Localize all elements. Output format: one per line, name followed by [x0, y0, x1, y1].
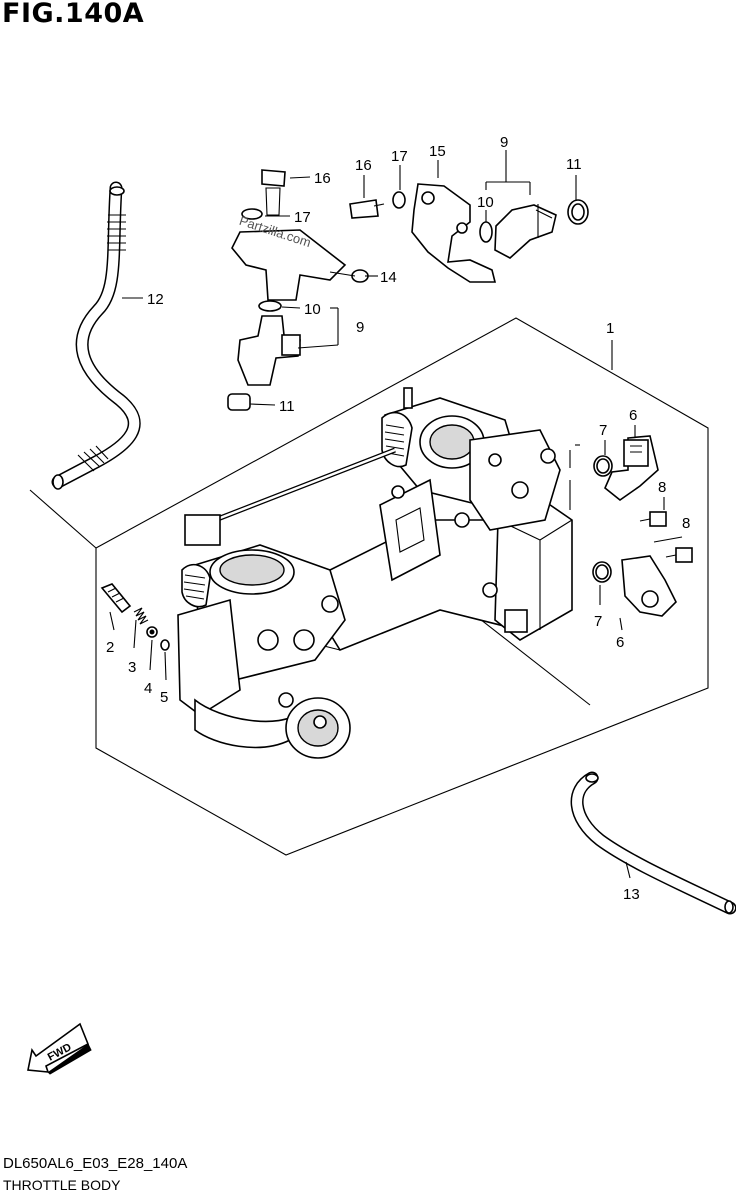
injector-holder-part-14 — [231, 229, 369, 301]
oring-part-7-upper — [593, 455, 613, 477]
callout-8-upper: 8 — [658, 479, 666, 496]
callout-9-left: 9 — [356, 319, 364, 336]
callout-14: 14 — [380, 269, 397, 286]
cap-part-11-left — [227, 393, 251, 411]
callout-7-lower: 7 — [594, 613, 602, 630]
sensor-part-6-lower — [621, 555, 677, 617]
injector-part-9-left — [237, 315, 301, 386]
bolt-part-8-upper — [639, 511, 667, 527]
bolt-part-8-lower — [665, 547, 693, 563]
callout-13: 13 — [623, 886, 640, 903]
oring-part-7-lower — [592, 561, 612, 583]
callout-4: 4 — [144, 680, 152, 697]
hose-part-12 — [51, 181, 141, 490]
callout-12: 12 — [147, 291, 164, 308]
callout-9-right: 9 — [500, 134, 508, 151]
washer-part-4 — [146, 626, 158, 638]
hose-part-13 — [570, 771, 736, 915]
spring-part-3 — [133, 607, 149, 625]
oring-part-10-left — [258, 300, 282, 312]
forward-arrow-icon: FWD — [27, 1022, 92, 1075]
callout-11-left: 11 — [279, 398, 295, 415]
callout-3: 3 — [128, 659, 136, 676]
washer-part-17-right — [392, 191, 406, 209]
diagram-caption: THROTTLE BODY — [3, 1177, 121, 1193]
callout-1: 1 — [606, 320, 614, 337]
diagram-code: DL650AL6_E03_E28_140A — [3, 1155, 188, 1172]
callout-5: 5 — [160, 689, 168, 706]
callout-6-upper: 6 — [629, 407, 637, 424]
callout-15: 15 — [429, 143, 446, 160]
injector-part-9-right — [494, 204, 557, 259]
callout-17-right: 17 — [391, 148, 408, 165]
bolt-part-16-left — [261, 169, 286, 216]
callout-17-left: 17 — [294, 209, 311, 226]
callout-11-right: 11 — [566, 156, 582, 173]
sensor-part-6-upper — [604, 435, 659, 501]
screw-part-2 — [100, 583, 132, 614]
callout-10-right: 10 — [477, 194, 494, 211]
callout-10-left: 10 — [304, 301, 321, 318]
callout-8-lower: 8 — [682, 515, 690, 532]
oring-part-10-right — [479, 221, 493, 243]
callout-6-lower: 6 — [616, 634, 624, 651]
bolt-part-16-right — [349, 199, 385, 219]
figure-title: FIG.140A — [2, 0, 145, 29]
callout-16-right: 16 — [355, 157, 372, 174]
callout-labels: 1 2 3 4 5 6 6 7 7 8 8 9 9 10 10 11 11 12… — [106, 134, 690, 903]
oring-part-17-left — [241, 208, 263, 220]
callout-2: 2 — [106, 639, 114, 656]
throttle-body-illustration — [177, 387, 573, 759]
callout-16-left: 16 — [314, 170, 331, 187]
cap-part-11-right — [567, 199, 589, 225]
holder-part-15 — [411, 183, 497, 283]
callout-7-upper: 7 — [599, 422, 607, 439]
leader-lines — [109, 150, 683, 879]
oring-part-5 — [160, 639, 170, 651]
